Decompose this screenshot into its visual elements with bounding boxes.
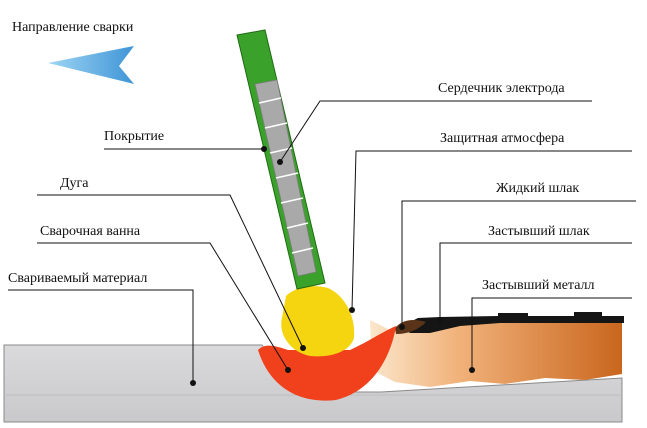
- direction-arrow-icon: [48, 46, 134, 84]
- label-weld-pool: Сварочная ванна: [40, 224, 141, 239]
- liquid-slag: [395, 320, 426, 334]
- label-electrode-core: Сердечник электрода: [438, 81, 565, 96]
- label-welding-direction: Направление сварки: [12, 20, 134, 35]
- label-solid-slag: Застывший шлак: [488, 224, 590, 239]
- label-shielding-atmosphere: Защитная атмосфера: [440, 131, 565, 146]
- solid-slag: [402, 312, 624, 333]
- leader-dots: [190, 146, 475, 386]
- label-liquid-slag: Жидкий шлак: [496, 181, 580, 196]
- solidified-metal: [370, 318, 622, 387]
- weld-pool: [258, 326, 396, 401]
- label-base-material: Свариваемый материал: [8, 271, 148, 286]
- electrode-core: [254, 79, 317, 277]
- leader-lines: [8, 100, 636, 383]
- label-coating: Покрытие: [104, 129, 165, 144]
- label-arc: Дуга: [60, 176, 89, 191]
- welding-arc: [281, 286, 355, 357]
- label-solid-metal: Застывший металл: [482, 278, 595, 293]
